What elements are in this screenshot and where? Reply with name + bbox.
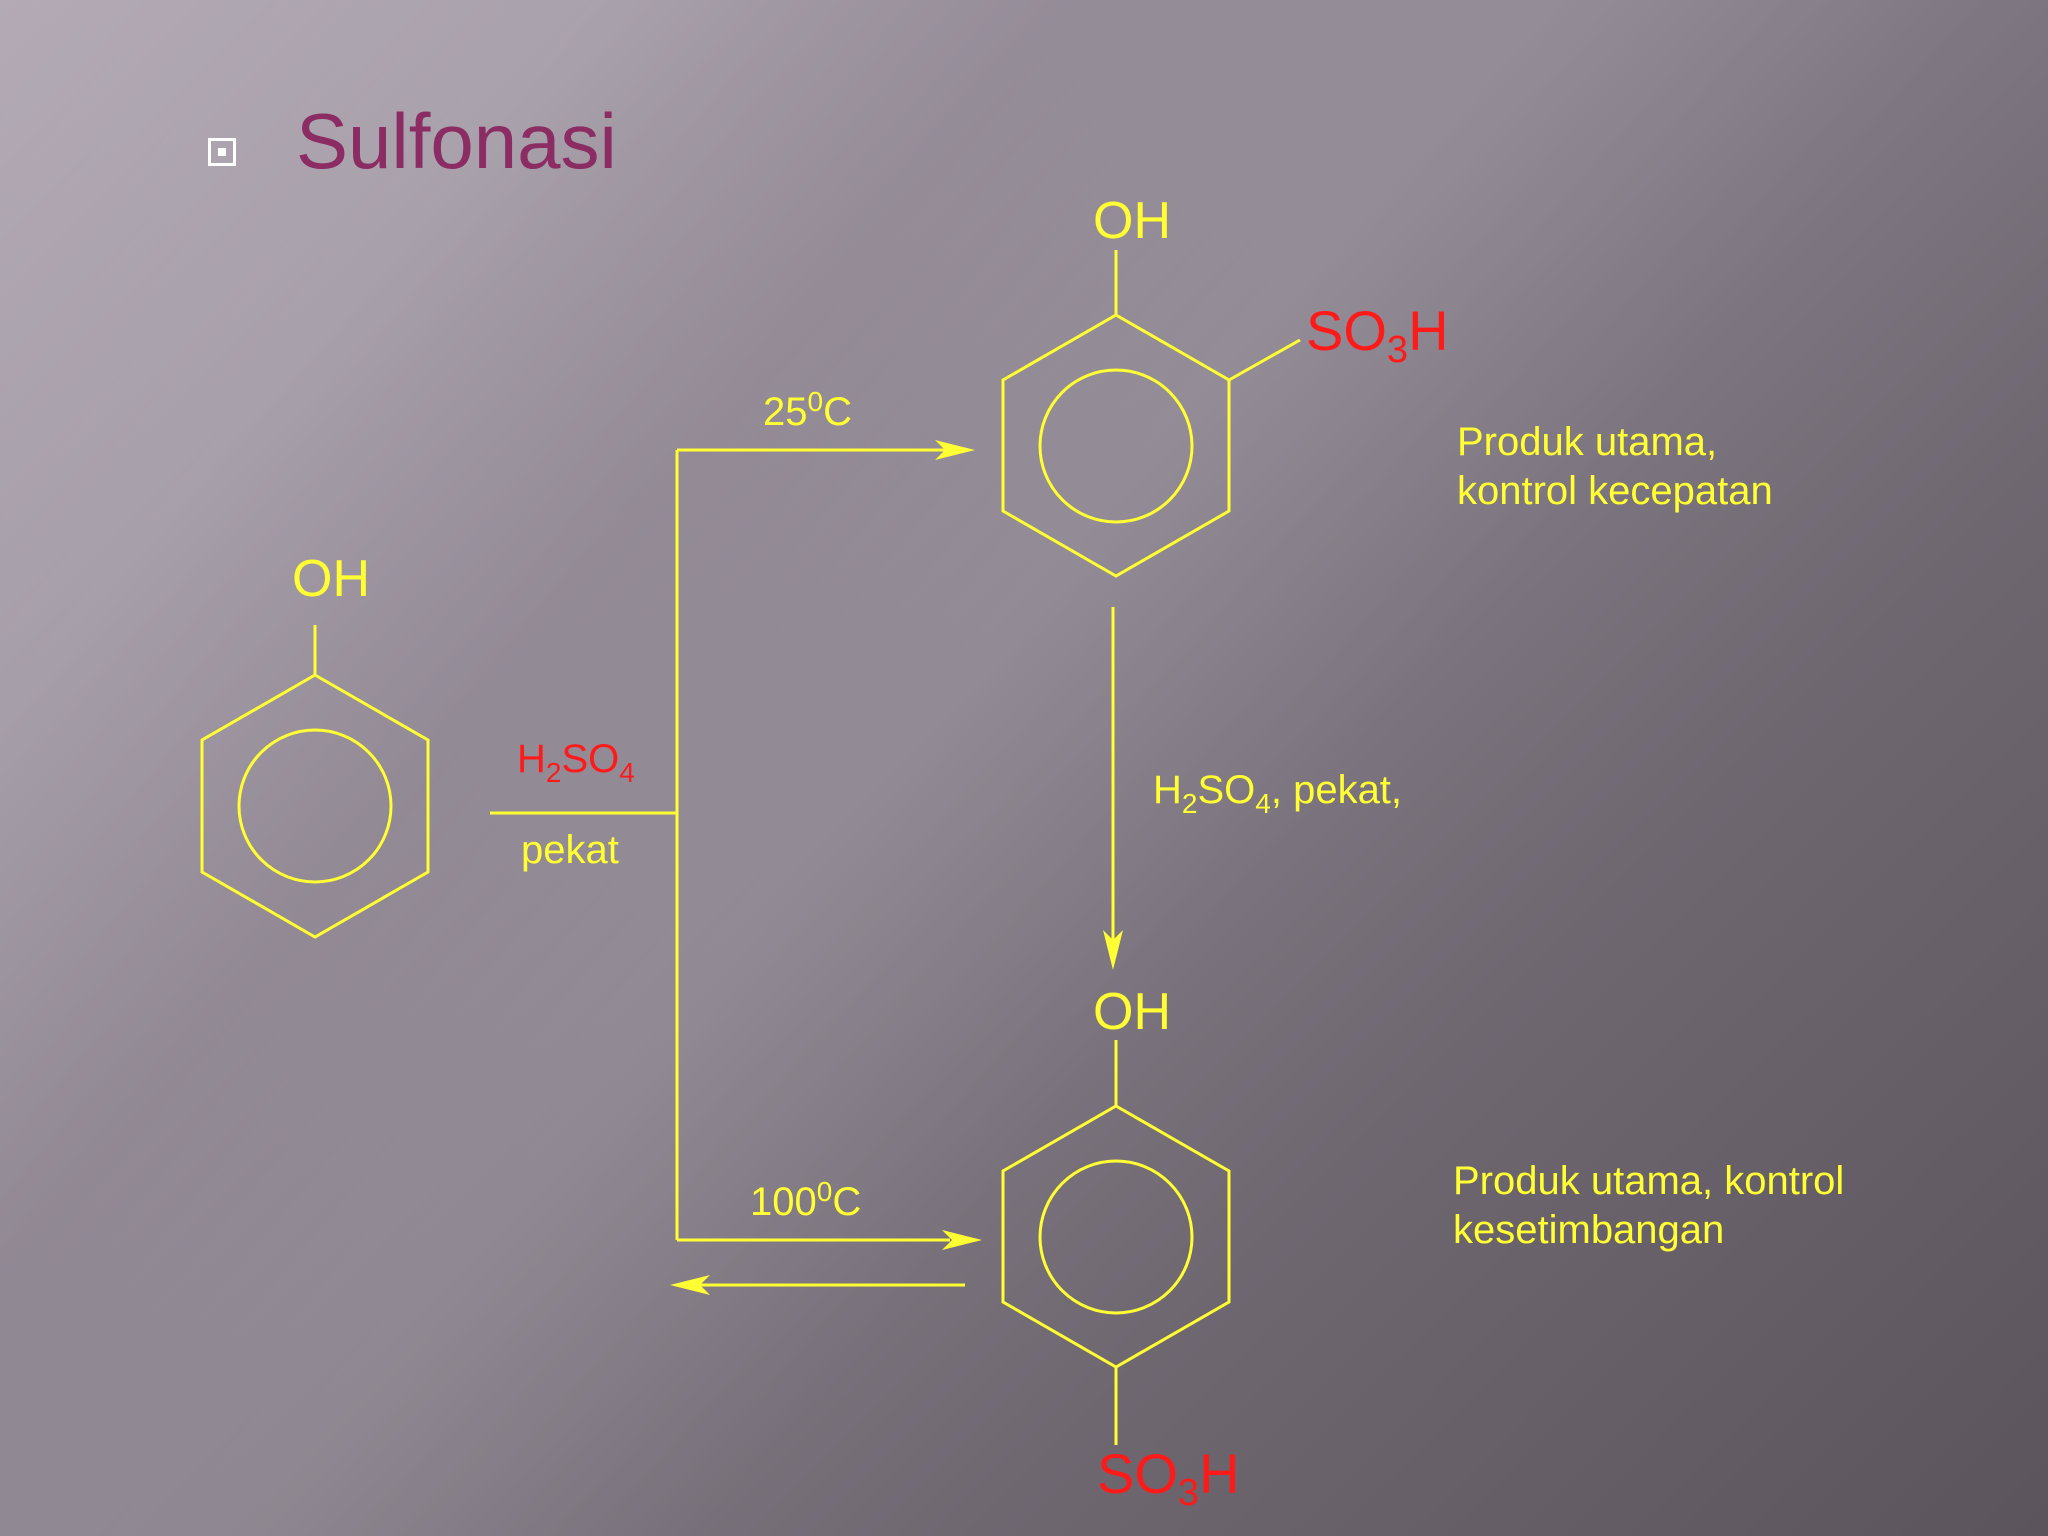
product-top-so3h-label: SO3H bbox=[1306, 299, 1449, 371]
reagent-pekat: pekat bbox=[521, 828, 619, 872]
product-bottom-note-line2: kesetimbangan bbox=[1453, 1208, 1724, 1252]
bottom-reverse-arrowhead bbox=[670, 1275, 710, 1295]
product-top-oh-label: OH bbox=[1093, 192, 1171, 250]
product-bottom-oh-label: OH bbox=[1093, 983, 1171, 1041]
product-bottom-note-line1: Produk utama, kontrol bbox=[1453, 1159, 1844, 1203]
product-bottom-aromatic-circle bbox=[1038, 1159, 1194, 1315]
product-top-benzene-ring bbox=[1001, 313, 1231, 578]
reactant-phenol bbox=[200, 625, 430, 939]
slide-bullet-icon bbox=[208, 138, 236, 166]
product-top-note-line2: kontrol kecepatan bbox=[1457, 469, 1773, 513]
product-para bbox=[1001, 1040, 1231, 1445]
product-ortho bbox=[1001, 250, 1301, 578]
product-bottom-benzene-ring bbox=[1001, 1104, 1231, 1369]
top-branch-arrowhead bbox=[935, 440, 975, 460]
reactant-aromatic-circle bbox=[237, 728, 393, 884]
reactant-oh-label: OH bbox=[292, 550, 370, 608]
reactant-benzene-ring bbox=[200, 673, 430, 939]
product-top-so3h-bond bbox=[1228, 338, 1301, 382]
product-top-aromatic-circle bbox=[1038, 368, 1194, 524]
vertical-arrowhead bbox=[1103, 930, 1123, 970]
condition-top-label: 250C bbox=[763, 386, 852, 434]
slide-title: Sulfonasi bbox=[296, 97, 617, 185]
reagent-h2so4: H2SO4 bbox=[517, 737, 635, 788]
product-top-note-line1: Produk utama, bbox=[1457, 420, 1717, 464]
bottom-forward-arrowhead bbox=[942, 1230, 982, 1250]
condition-bottom-label: 1000C bbox=[750, 1176, 861, 1224]
product-bottom-so3h-label: SO3H bbox=[1097, 1442, 1240, 1514]
vertical-condition-label: H2SO4, pekat, bbox=[1153, 768, 1402, 819]
